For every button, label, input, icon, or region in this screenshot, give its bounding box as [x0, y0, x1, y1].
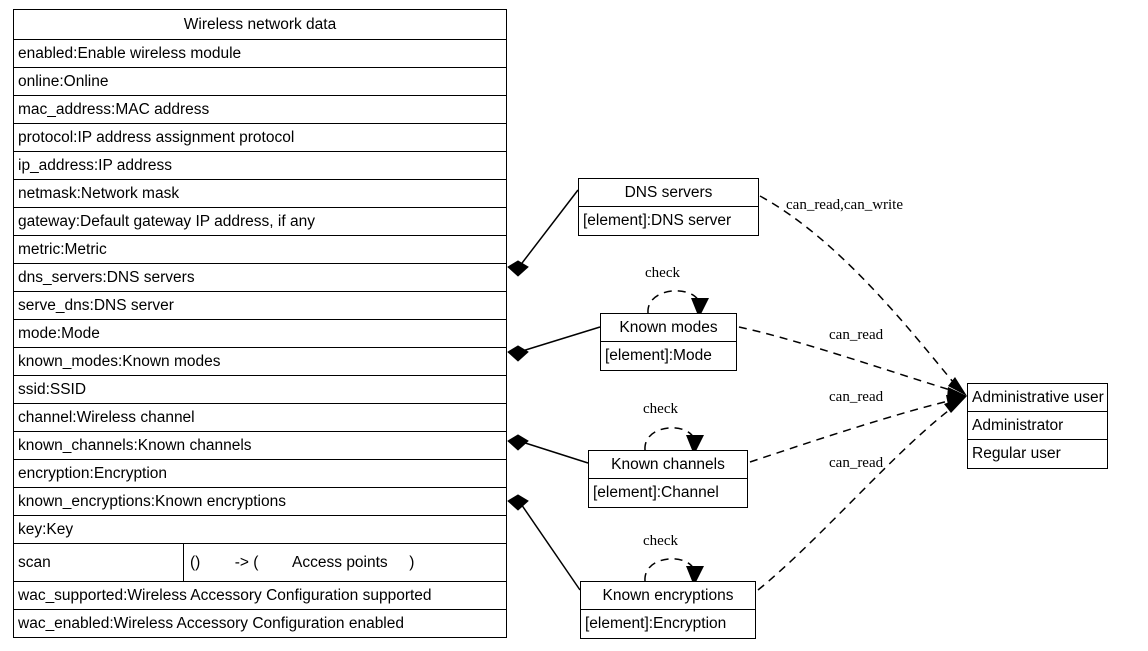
element-row-encryption: [element]:Encryption	[585, 615, 727, 633]
attribute-row: known_channels:Known channels	[14, 432, 506, 460]
class-box-known-encryptions[interactable]: Known encryptions [element]:Encryption	[580, 581, 756, 639]
attribute-row: mac_address:MAC address	[14, 96, 506, 124]
attribute-row: channel:Wireless channel	[14, 404, 506, 432]
class-title-known-modes: Known modes	[601, 314, 736, 342]
method-row-scan: scan () -> ( Access points )	[14, 544, 506, 582]
attribute-row: known_encryptions:Known encryptions	[14, 488, 506, 516]
attribute-row: wac_enabled:Wireless Accessory Configura…	[18, 615, 404, 633]
attribute-row: wac_supported:Wireless Accessory Configu…	[14, 582, 506, 610]
edge-label-modes-permissions: can_read	[829, 327, 884, 343]
attribute-row: online:Online	[14, 68, 506, 96]
attribute-row: gateway:Default gateway IP address, if a…	[14, 208, 506, 236]
edge-label-check-channels: check	[643, 401, 678, 417]
attribute-row: ssid:SSID	[14, 376, 506, 404]
class-box-wireless-network-data[interactable]: Wireless network data enabled:Enable wir…	[13, 9, 507, 638]
attribute-row: dns_servers:DNS servers	[14, 264, 506, 292]
attribute-row: known_modes:Known modes	[14, 348, 506, 376]
method-name: scan	[14, 544, 184, 581]
attribute-row: enabled:Enable wireless module	[14, 40, 506, 68]
class-box-known-modes[interactable]: Known modes [element]:Mode	[600, 313, 737, 371]
composition-dns	[507, 189, 579, 277]
edge-label-channels-permissions: can_read	[829, 389, 884, 405]
edge-label-dns-permissions: can_read,can_write	[786, 197, 904, 213]
class-title-known-channels: Known channels	[589, 451, 747, 479]
class-box-administrative-user[interactable]: Administrative user Administrator Regula…	[967, 383, 1108, 469]
composition-known-encryptions	[507, 494, 581, 591]
attribute-row: metric:Metric	[14, 236, 506, 264]
attribute-row: mode:Mode	[14, 320, 506, 348]
edge-label-check-modes: check	[645, 265, 680, 281]
composition-known-channels	[507, 434, 589, 464]
edge-label-check-encryptions: check	[643, 533, 678, 549]
role-row-administrator: Administrator	[968, 412, 1107, 440]
class-title-administrative-user: Administrative user	[968, 384, 1107, 412]
attribute-row: ip_address:IP address	[14, 152, 506, 180]
method-signature: () -> ( Access points )	[190, 553, 415, 571]
class-title-known-encryptions: Known encryptions	[581, 582, 755, 610]
attribute-row: serve_dns:DNS server	[14, 292, 506, 320]
permission-edge-encryptions	[757, 396, 967, 591]
edge-label-encryptions-permissions: can_read	[829, 455, 884, 471]
element-row-dns-server: [element]:DNS server	[583, 212, 732, 230]
class-title-dns-servers: DNS servers	[579, 179, 758, 207]
attribute-row: encryption:Encryption	[14, 460, 506, 488]
element-row-channel: [element]:Channel	[593, 484, 719, 502]
composition-known-modes	[507, 326, 601, 362]
attribute-row: key:Key	[14, 516, 506, 544]
attribute-row: protocol:IP address assignment protocol	[14, 124, 506, 152]
class-title-wireless-network-data: Wireless network data	[14, 10, 506, 40]
permission-edge-channels	[749, 395, 967, 463]
element-row-mode: [element]:Mode	[605, 347, 712, 365]
attribute-row: netmask:Network mask	[14, 180, 506, 208]
permission-edge-dns	[759, 195, 967, 396]
role-row-regular-user: Regular user	[972, 445, 1061, 463]
class-box-known-channels[interactable]: Known channels [element]:Channel	[588, 450, 748, 508]
class-box-dns-servers[interactable]: DNS servers [element]:DNS server	[578, 178, 759, 236]
